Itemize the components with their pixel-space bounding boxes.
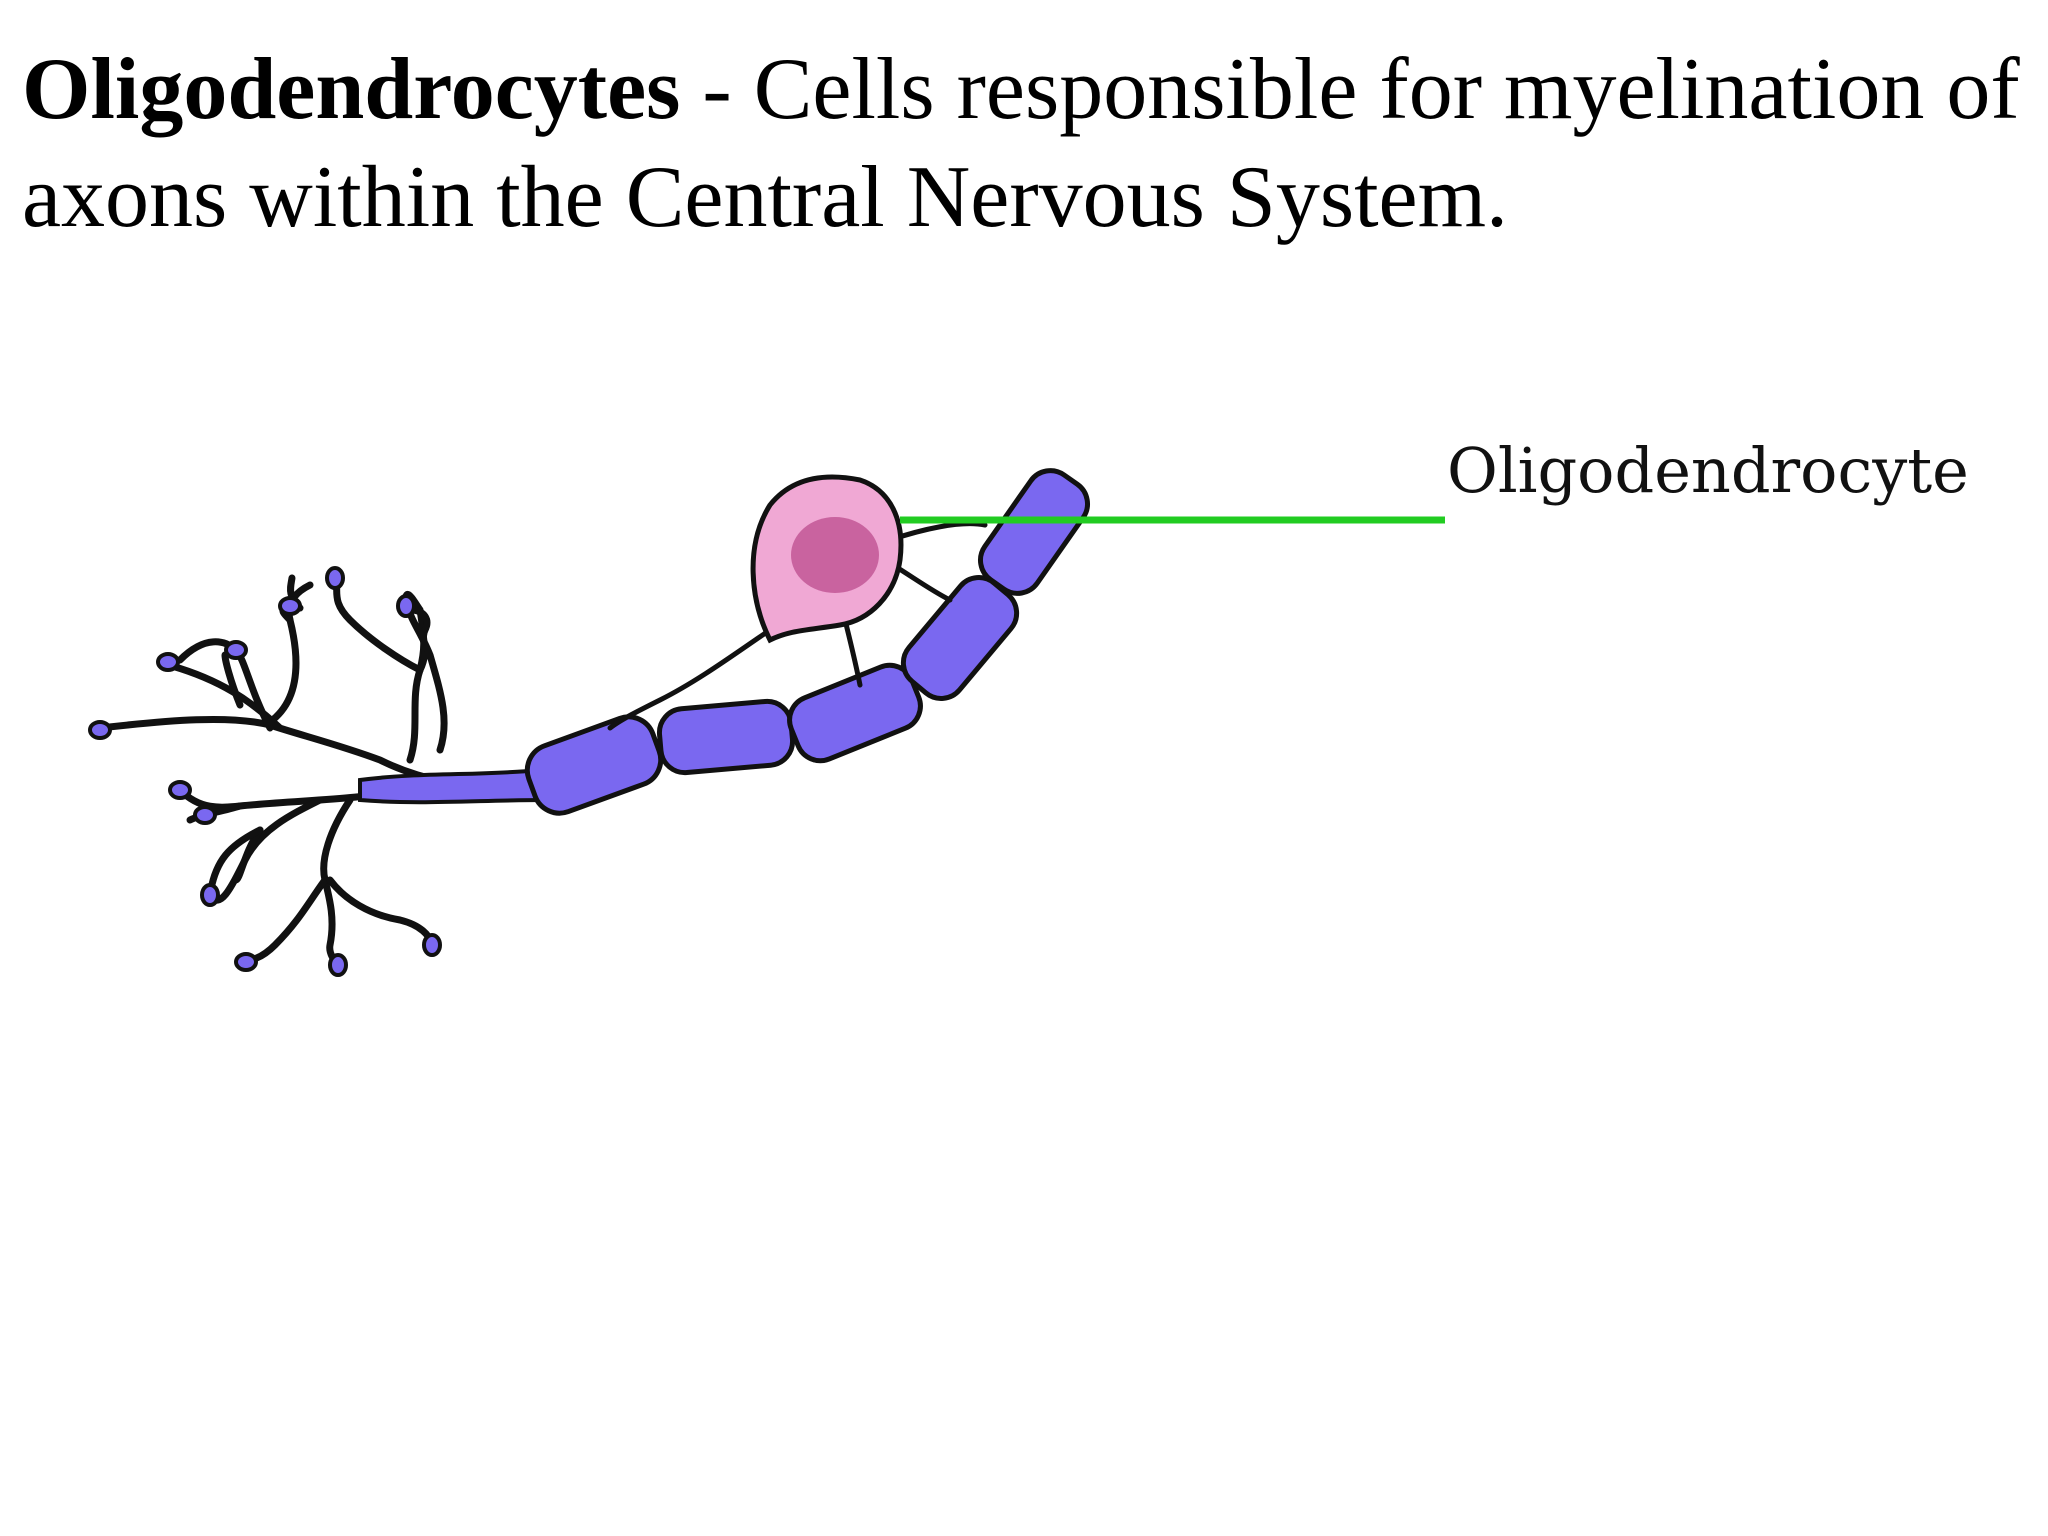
heading-term: Oligodendrocytes (22, 41, 681, 138)
nucleus (791, 517, 879, 593)
heading-separator: - (680, 41, 754, 138)
axon-hillock (358, 767, 548, 805)
dendrite-tips (88, 566, 442, 977)
myelin-sheath-segments (524, 468, 1090, 816)
heading-description: Cells responsible for myelination of axo… (22, 41, 2020, 246)
oligodendrocyte-cell (750, 474, 904, 644)
oligodendrocyte-label: Oligodendrocyte (1447, 434, 1969, 507)
slide-heading: Oligodendrocytes - Cells responsible for… (22, 36, 2022, 252)
